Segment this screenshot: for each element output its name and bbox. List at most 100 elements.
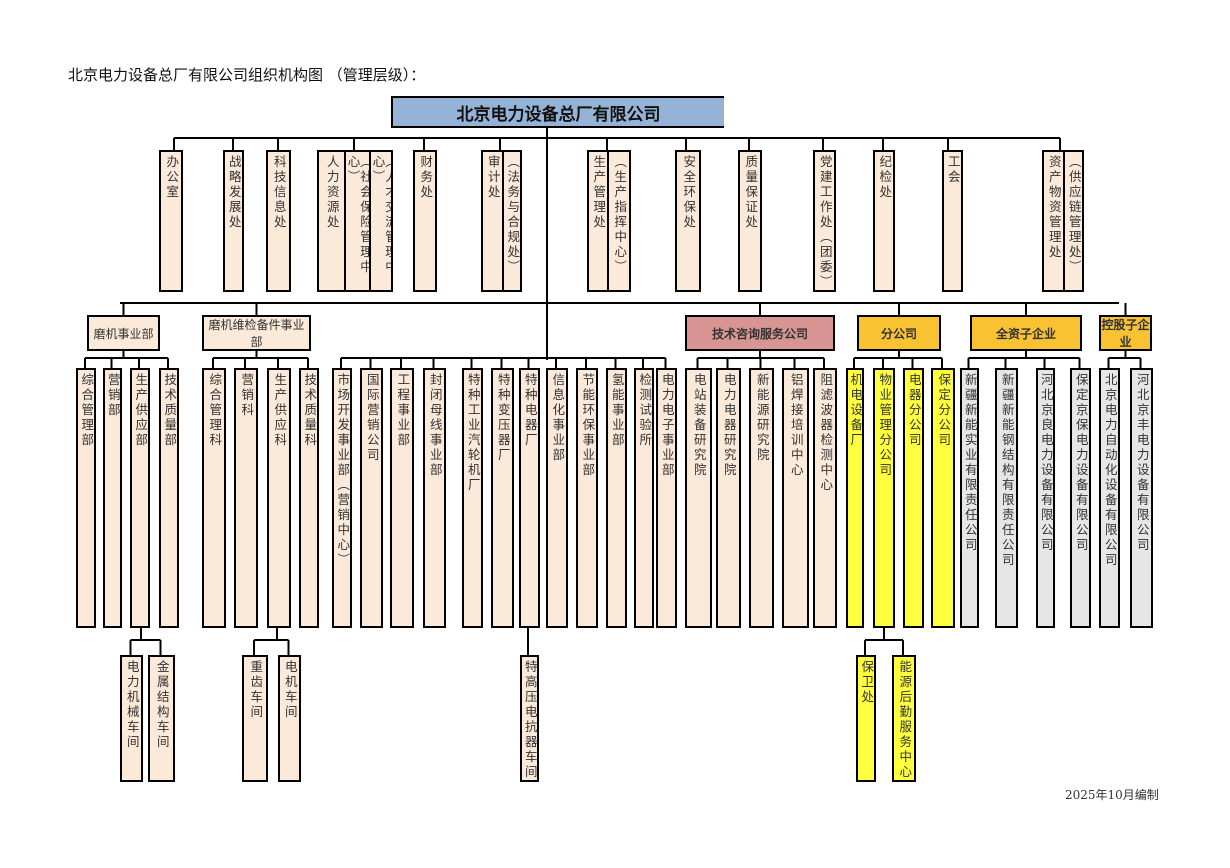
workshop-box-label: 能源后勤服务中心: [897, 660, 913, 780]
unit-box[interactable]: 检测试验所: [634, 368, 654, 628]
unit-box[interactable]: 电力电子事业部: [656, 368, 677, 628]
unit-box[interactable]: 综合管理部: [76, 368, 96, 628]
department-box[interactable]: 生产管理处: [587, 150, 609, 292]
unit-box[interactable]: 新疆新能钢结构有限责任公司: [995, 368, 1018, 628]
unit-box-label: 氢能事业部: [609, 373, 625, 448]
unit-box[interactable]: 电力电器研究院: [716, 368, 741, 628]
department-box[interactable]: 战略发展处: [223, 150, 244, 292]
unit-box-label: 工程事业部: [395, 373, 411, 448]
department-box[interactable]: （法务与合规处）: [502, 150, 522, 292]
workshop-box[interactable]: 电机车间: [278, 655, 301, 782]
division-box[interactable]: 技术咨询服务公司: [685, 315, 835, 351]
unit-box-label: 营销科: [239, 373, 255, 418]
unit-box-label: 保定分公司: [936, 373, 952, 448]
department-box[interactable]: （人才交流管理中心）: [369, 150, 393, 292]
department-box[interactable]: 党建工作处（团委）: [813, 150, 836, 292]
unit-box[interactable]: 国际营销公司: [360, 368, 383, 628]
department-box[interactable]: 质量保证处: [738, 150, 762, 292]
unit-box[interactable]: 市场开发事业部（营销中心）: [332, 368, 352, 628]
unit-box-label: 封闭母线事业部: [427, 373, 443, 478]
unit-box[interactable]: 新能源研究院: [749, 368, 774, 628]
workshop-box-label: 特高压电抗器车间: [522, 660, 538, 780]
department-box[interactable]: （社会保险管理中心）: [344, 150, 371, 292]
workshop-box[interactable]: 金属结构车间: [148, 655, 175, 782]
department-box[interactable]: 科技信息处: [266, 150, 291, 292]
unit-box[interactable]: 机电设备厂: [846, 368, 864, 628]
workshop-box-label: 电机车间: [282, 660, 298, 720]
workshop-box[interactable]: 重齿车间: [242, 655, 268, 782]
department-box-label: 科技信息处: [271, 155, 287, 230]
compiled-date: 2025年10月编制: [1065, 788, 1159, 802]
unit-box[interactable]: 技术质量部: [159, 368, 179, 628]
unit-box-label: 保定京保电力设备有限公司: [1073, 373, 1089, 553]
department-box-label: 财务处: [418, 155, 434, 200]
unit-box-label: 技术质量部: [162, 373, 178, 448]
unit-box[interactable]: 新疆新能实业有限责任公司: [960, 368, 979, 628]
unit-box-label: 节能环保事业部: [580, 373, 596, 478]
unit-box[interactable]: 氢能事业部: [606, 368, 627, 628]
department-box-label: （社会保险管理中心）: [345, 155, 371, 275]
unit-box[interactable]: 电器分公司: [903, 368, 924, 628]
workshop-box-label: 电力机械车间: [124, 660, 140, 750]
unit-box[interactable]: 技术质量科: [299, 368, 319, 628]
department-box-label: （法务与合规处）: [505, 155, 521, 275]
division-box[interactable]: 磨机维检备件事业部: [202, 315, 311, 351]
unit-box-label: 电力电器研究院: [721, 373, 737, 478]
workshop-box[interactable]: 特高压电抗器车间: [520, 655, 539, 782]
unit-box[interactable]: 生产供应科: [267, 368, 291, 628]
unit-box[interactable]: 保定京保电力设备有限公司: [1070, 368, 1091, 628]
unit-box[interactable]: 特种电器厂: [519, 368, 540, 628]
unit-box[interactable]: 工程事业部: [390, 368, 414, 628]
unit-box[interactable]: 信息化事业部: [546, 368, 568, 628]
department-box[interactable]: 审计处: [481, 150, 504, 292]
unit-box[interactable]: 特种工业汽轮机厂: [462, 368, 483, 628]
department-box[interactable]: 资产物资管理处: [1042, 150, 1065, 292]
unit-box[interactable]: 河北京良电力设备有限公司: [1036, 368, 1055, 628]
division-box[interactable]: 磨机事业部: [87, 315, 160, 351]
unit-box-label: 市场开发事业部（营销中心）: [335, 373, 351, 568]
unit-box[interactable]: 铝焊接培训中心: [782, 368, 809, 628]
unit-box[interactable]: 阻滤波器检测中心: [813, 368, 837, 628]
unit-box[interactable]: 北京电力自动化设备有限公司: [1099, 368, 1120, 628]
unit-box-label: 机电设备厂: [848, 373, 864, 448]
workshop-box-label: 保卫处: [859, 660, 875, 705]
department-box-label: 审计处: [485, 155, 501, 200]
unit-box-label: 综合管理科: [207, 373, 223, 448]
department-box[interactable]: 安全环保处: [675, 150, 701, 292]
unit-box[interactable]: 河北京丰电力设备有限公司: [1130, 368, 1153, 628]
workshop-box[interactable]: 保卫处: [856, 655, 876, 782]
workshop-box-label: 金属结构车间: [154, 660, 170, 750]
unit-box-label: 电力电子事业部: [659, 373, 675, 478]
department-box[interactable]: （供应链管理处）: [1063, 150, 1084, 292]
department-box-label: 战略发展处: [226, 155, 242, 230]
unit-box[interactable]: 物业管理分公司: [873, 368, 895, 628]
unit-box[interactable]: 生产供应部: [130, 368, 150, 628]
department-box-label: 办公室: [164, 155, 180, 200]
division-box[interactable]: 分公司: [857, 315, 941, 351]
unit-box-label: 特种工业汽轮机厂: [465, 373, 481, 493]
division-box[interactable]: 控股子企业: [1099, 315, 1152, 351]
department-box[interactable]: 工会: [942, 150, 963, 292]
department-box[interactable]: 人力资源处: [317, 150, 346, 292]
unit-box[interactable]: 节能环保事业部: [576, 368, 598, 628]
root-company-box[interactable]: 北京电力设备总厂有限公司: [391, 96, 724, 128]
unit-box[interactable]: 保定分公司: [931, 368, 955, 628]
department-box[interactable]: （生产指挥中心）: [607, 150, 631, 292]
department-box-label: （供应链管理处）: [1066, 155, 1082, 275]
department-box[interactable]: 财务处: [413, 150, 437, 292]
workshop-box[interactable]: 电力机械车间: [120, 655, 143, 782]
unit-box[interactable]: 电站装备研究院: [685, 368, 712, 628]
unit-box[interactable]: 特种变压器厂: [491, 368, 514, 628]
unit-box-label: 北京电力自动化设备有限公司: [1102, 373, 1118, 568]
department-box[interactable]: 办公室: [159, 150, 183, 292]
unit-box[interactable]: 封闭母线事业部: [423, 368, 446, 628]
workshop-box[interactable]: 能源后勤服务中心: [892, 655, 916, 782]
division-box[interactable]: 全资子企业: [970, 315, 1082, 351]
unit-box[interactable]: 营销科: [234, 368, 258, 628]
unit-box[interactable]: 综合管理科: [202, 368, 226, 628]
unit-box-label: 技术质量科: [302, 373, 318, 448]
unit-box[interactable]: 营销部: [103, 368, 122, 628]
unit-box-label: 特种电器厂: [522, 373, 538, 448]
unit-box-label: 河北京良电力设备有限公司: [1038, 373, 1054, 553]
department-box[interactable]: 纪检处: [873, 150, 895, 292]
